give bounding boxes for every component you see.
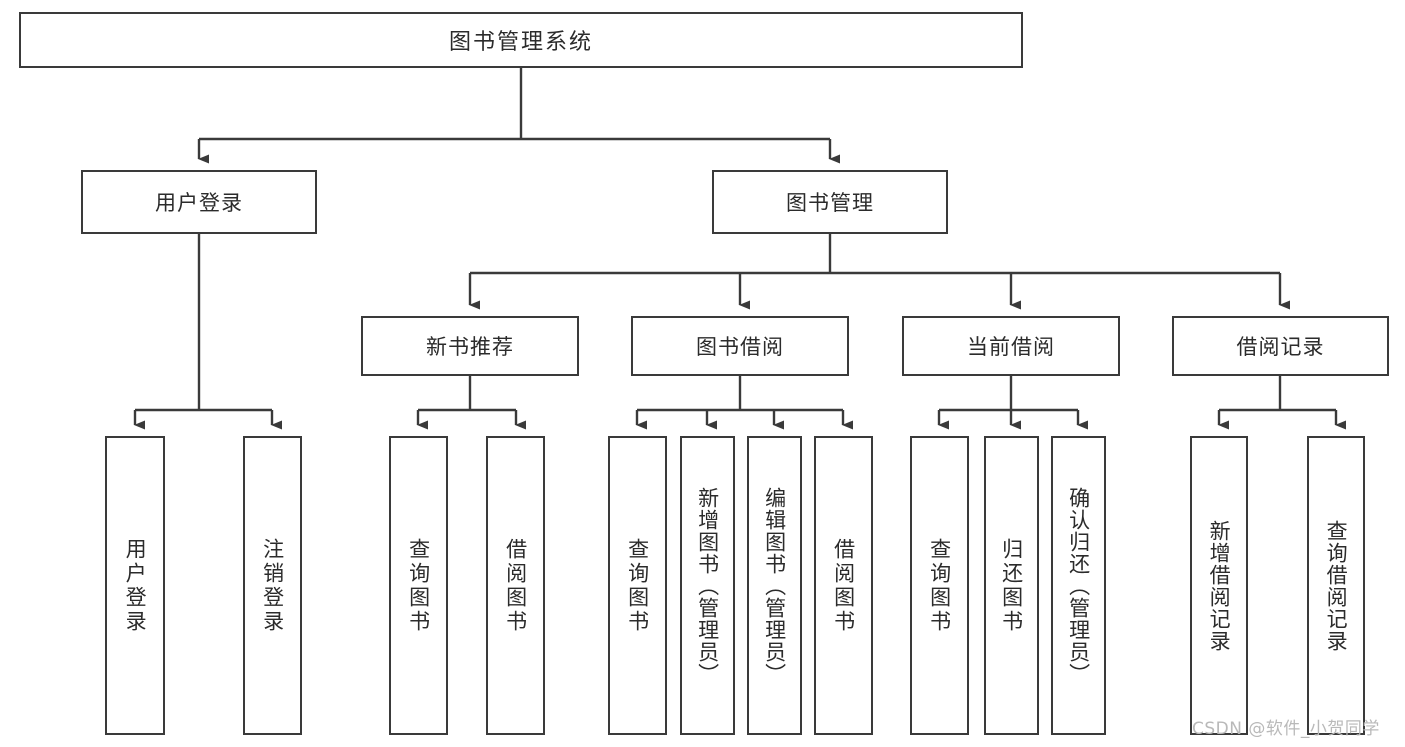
- node-label: 图书管理: [786, 191, 874, 215]
- node-level3-book-borrow[interactable]: 图书借阅: [631, 316, 849, 376]
- node-level2-book-manage[interactable]: 图书管理: [712, 170, 948, 234]
- node-leaf-leaf-add-record[interactable]: 新增借阅记录: [1190, 436, 1248, 735]
- node-level3-current-borrow[interactable]: 当前借阅: [902, 316, 1120, 376]
- node-label: 用户登录: [123, 537, 148, 634]
- node-leaf-leaf-logout[interactable]: 注销登录: [243, 436, 302, 735]
- node-leaf-leaf-query-book-1[interactable]: 查询图书: [389, 436, 448, 735]
- node-label: 借阅记录: [1236, 335, 1325, 359]
- node-leaf-leaf-query-book-3[interactable]: 查询图书: [910, 436, 969, 735]
- node-label: 借阅图书: [503, 537, 528, 634]
- node-label: 新增借阅记录: [1207, 519, 1232, 652]
- node-level2-user-login[interactable]: 用户登录: [81, 170, 317, 234]
- node-leaf-leaf-query-record[interactable]: 查询借阅记录: [1307, 436, 1365, 735]
- node-label: 当前借阅: [967, 335, 1055, 359]
- node-label: 图书借阅: [696, 335, 784, 359]
- node-leaf-leaf-edit-book[interactable]: 编辑图书（管理员）: [747, 436, 802, 735]
- node-level3-borrow-record[interactable]: 借阅记录: [1172, 316, 1389, 376]
- node-leaf-leaf-return-book[interactable]: 归还图书: [984, 436, 1039, 735]
- node-level3-new-book-rec[interactable]: 新书推荐: [361, 316, 579, 376]
- node-label: 注销登录: [260, 537, 285, 634]
- node-leaf-leaf-user-login[interactable]: 用户登录: [105, 436, 165, 735]
- node-label: 确认归还（管理员）: [1066, 486, 1091, 685]
- node-label: 新书推荐: [426, 335, 514, 359]
- node-leaf-leaf-confirm-return[interactable]: 确认归还（管理员）: [1051, 436, 1106, 735]
- node-label: 查询借阅记录: [1324, 519, 1349, 652]
- node-leaf-leaf-borrow-book-2[interactable]: 借阅图书: [814, 436, 873, 735]
- node-label: 归还图书: [999, 537, 1024, 634]
- node-label: 查询图书: [927, 537, 952, 634]
- watermark-text: CSDN @软件_小贺同学: [1192, 719, 1380, 739]
- node-leaf-leaf-add-book[interactable]: 新增图书（管理员）: [680, 436, 735, 735]
- node-label: 借阅图书: [831, 537, 856, 634]
- node-label: 图书管理系统: [448, 30, 593, 55]
- node-label: 查询图书: [625, 537, 650, 634]
- node-label: 新增图书（管理员）: [695, 486, 720, 685]
- node-label: 查询图书: [406, 537, 431, 634]
- node-label: 编辑图书（管理员）: [762, 486, 787, 685]
- node-leaf-leaf-borrow-book-1[interactable]: 借阅图书: [486, 436, 545, 735]
- node-leaf-leaf-query-book-2[interactable]: 查询图书: [608, 436, 667, 735]
- node-root[interactable]: 图书管理系统: [19, 12, 1023, 68]
- node-label: 用户登录: [155, 191, 243, 215]
